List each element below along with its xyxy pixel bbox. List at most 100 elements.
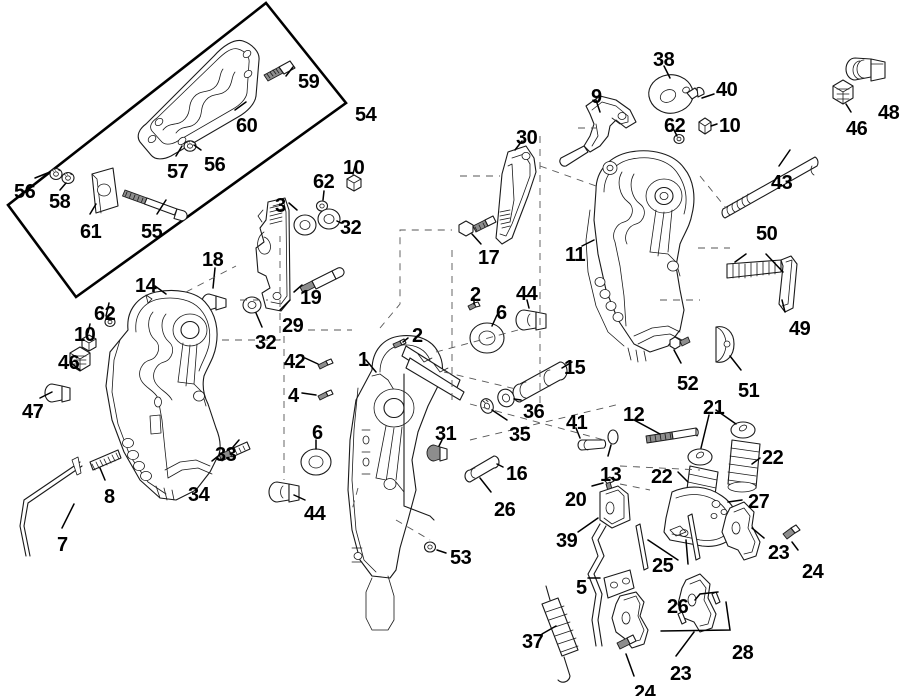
screw-40 — [686, 86, 715, 100]
callout-15: 15 — [564, 357, 586, 379]
extension-spring-37 — [541, 585, 579, 683]
callout-37: 37 — [522, 631, 544, 653]
callout-14: 14 — [135, 275, 157, 297]
pin-19 — [293, 267, 345, 294]
callout-28: 28 — [732, 642, 754, 664]
callout-58: 58 — [49, 191, 71, 213]
callout-30: 30 — [516, 127, 538, 149]
callout-46: 46 — [846, 118, 868, 140]
pin-26b — [711, 591, 721, 605]
callout-23: 23 — [670, 663, 692, 685]
clamp-28a — [611, 591, 649, 649]
cap-48 — [845, 57, 886, 82]
pin-13 — [607, 429, 619, 457]
gasket-plate-60 — [137, 39, 260, 160]
bolt-17 — [458, 215, 497, 245]
callout-42: 42 — [284, 351, 306, 373]
callout-12: 12 — [623, 404, 645, 426]
callout-46: 46 — [58, 352, 80, 374]
callout-56: 56 — [204, 154, 226, 176]
screw-34-33 — [211, 439, 251, 462]
nut-10b — [81, 323, 97, 352]
callout-52: 52 — [677, 373, 699, 395]
callout-10: 10 — [719, 115, 741, 137]
callout-61: 61 — [80, 221, 102, 243]
callout-16: 16 — [506, 463, 528, 485]
callout-62: 62 — [664, 115, 686, 137]
pin-26a — [677, 611, 687, 625]
pin-41 — [575, 427, 607, 451]
callout-49: 49 — [789, 318, 811, 340]
callout-18: 18 — [202, 249, 224, 271]
callout-22: 22 — [762, 447, 784, 469]
callout-35: 35 — [509, 424, 531, 446]
washer-32a2 — [293, 214, 317, 236]
callout-43: 43 — [771, 172, 793, 194]
knob-31 — [426, 439, 448, 462]
leader-57 — [175, 145, 183, 157]
callout-39: 39 — [556, 530, 578, 552]
callout-21: 21 — [703, 397, 725, 419]
callout-26: 26 — [494, 499, 516, 521]
screw-2b — [467, 297, 481, 311]
washer-32b — [242, 296, 263, 328]
leader-26b — [694, 591, 719, 601]
bracket-39 — [577, 485, 631, 533]
callout-62: 62 — [313, 171, 335, 193]
tilt-lock-rod-7 — [19, 456, 83, 557]
callout-41: 41 — [566, 412, 588, 434]
washer-36 — [497, 388, 522, 408]
bolt-12 — [633, 419, 699, 444]
callout-36: 36 — [523, 401, 545, 423]
spring-cap-21b — [715, 409, 756, 439]
pin-25b — [685, 513, 701, 565]
callout-44: 44 — [516, 283, 538, 305]
callout-24: 24 — [634, 682, 656, 696]
callout-34: 34 — [188, 484, 210, 506]
callout-6: 6 — [496, 302, 507, 324]
lock-lever-30 — [495, 140, 537, 245]
callout-48: 48 — [878, 102, 900, 124]
spring-50-hook-49 — [726, 253, 798, 313]
pin-25a — [635, 523, 679, 571]
callout-10: 10 — [343, 157, 365, 179]
coil-spring-22b — [727, 439, 761, 493]
callout-17: 17 — [478, 247, 500, 269]
callout-62: 62 — [94, 303, 116, 325]
callout-56: 56 — [14, 181, 36, 203]
callout-23: 23 — [768, 542, 790, 564]
callout-22: 22 — [651, 466, 673, 488]
screw-52 — [669, 336, 691, 364]
callout-44: 44 — [304, 503, 326, 525]
callout-27: 27 — [748, 491, 770, 513]
bushing-44a — [268, 481, 306, 503]
callout-47: 47 — [22, 401, 44, 423]
screw-42 — [304, 357, 334, 370]
assembly-dashed-lines — [185, 127, 730, 541]
callout-24: 24 — [802, 561, 824, 583]
leader-29 — [279, 299, 291, 311]
callout-3: 3 — [275, 195, 286, 217]
pin-16 — [464, 455, 504, 493]
callout-2: 2 — [412, 325, 423, 347]
callout-57: 57 — [167, 161, 189, 183]
clamp-23a — [721, 501, 765, 561]
inset-group-box — [6, 1, 348, 299]
stern-bracket-center-1 — [347, 335, 465, 631]
washer-62b — [104, 302, 116, 328]
callout-53: 53 — [450, 547, 472, 569]
callout-54: 54 — [355, 104, 377, 126]
cover-plate-38 — [648, 65, 694, 114]
washer-6a — [300, 439, 332, 476]
callout-32: 32 — [255, 332, 277, 354]
callout-19: 19 — [300, 287, 322, 309]
callout-29: 29 — [282, 315, 304, 337]
screw-59 — [263, 60, 296, 82]
nut-46a — [69, 346, 91, 372]
washer-32a — [317, 208, 342, 230]
screw-4 — [301, 389, 334, 401]
callout-32: 32 — [340, 217, 362, 239]
pivot-shaft-43 — [721, 149, 819, 219]
nut-44b — [515, 299, 547, 331]
